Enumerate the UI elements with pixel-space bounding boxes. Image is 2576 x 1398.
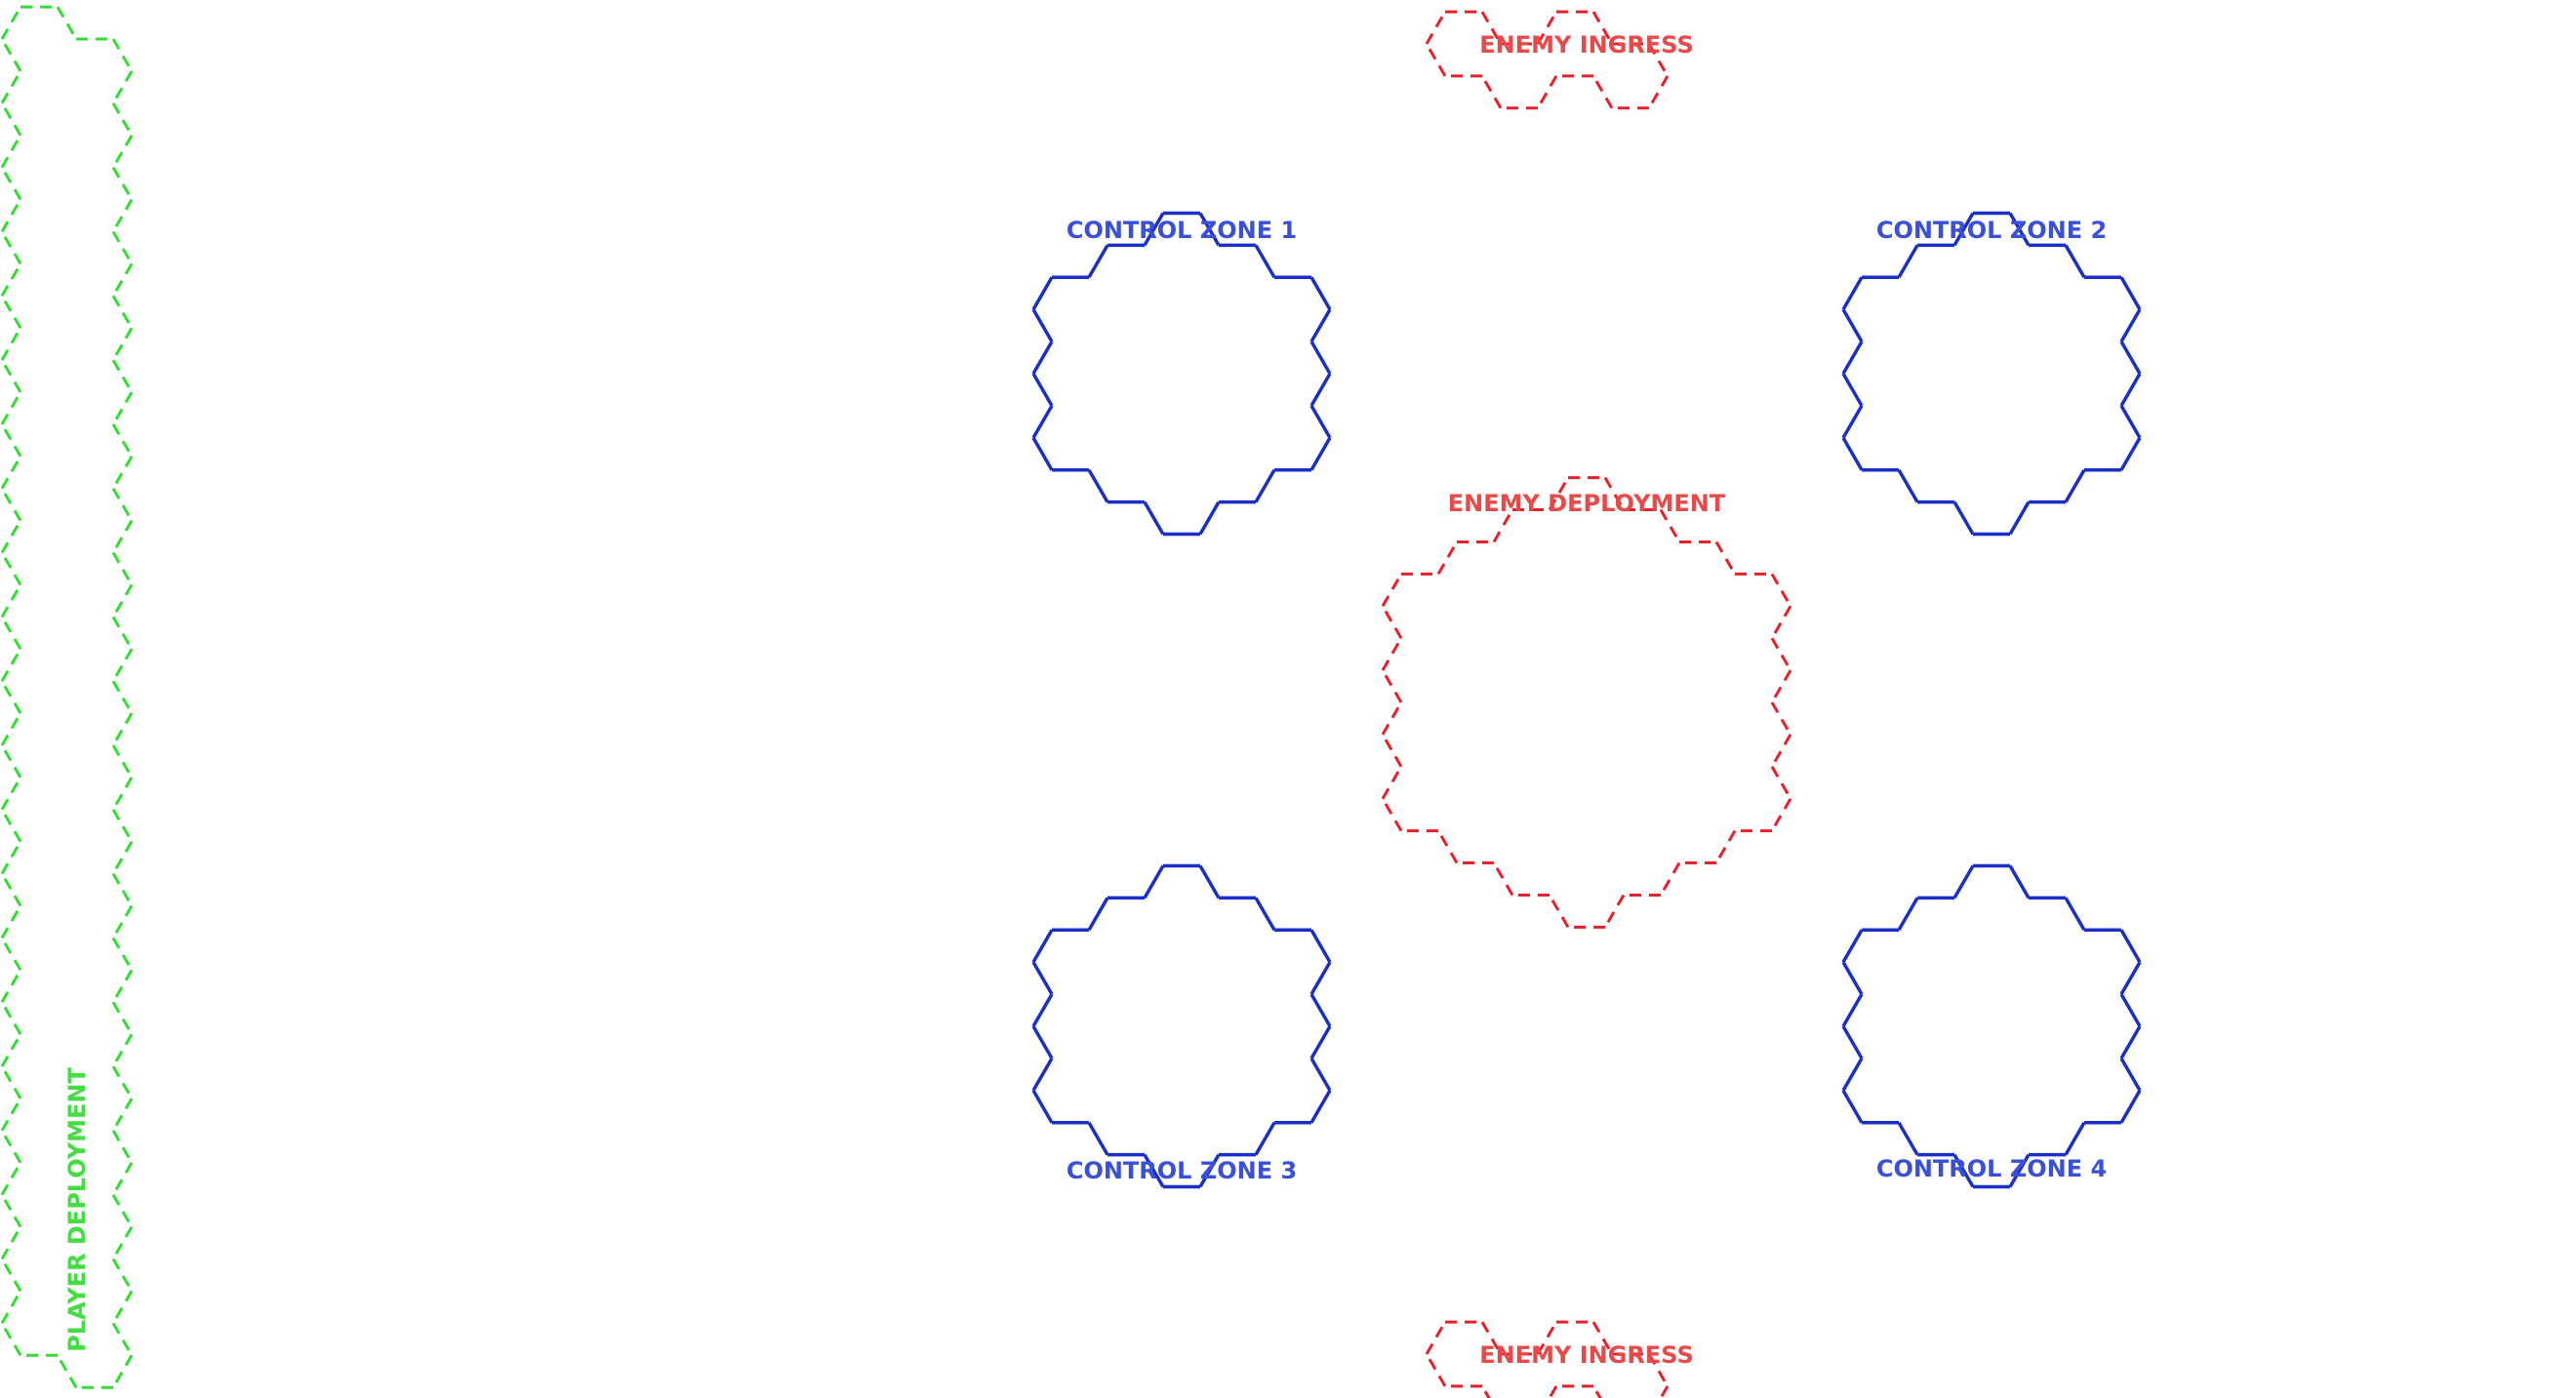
control-zone-3[interactable]: CONTROL ZONE 3 bbox=[1031, 863, 1332, 1189]
enemy-ingress-zone-top[interactable]: ENEMY INGRESS bbox=[1425, 10, 1694, 110]
player-deployment-zone[interactable]: PLAYER DEPLOYMENT bbox=[0, 5, 134, 1389]
enemy-deployment-zone[interactable]: ENEMY DEPLOYMENT bbox=[1381, 476, 1792, 929]
control-zone-1[interactable]: CONTROL ZONE 1 bbox=[1031, 211, 1332, 537]
enemy-ingress-top-outline bbox=[1425, 10, 1670, 110]
control-zone-2-label: CONTROL ZONE 2 bbox=[1876, 217, 2107, 244]
control-zone-4-label: CONTROL ZONE 4 bbox=[1876, 1155, 2107, 1182]
player-deployment-label: PLAYER DEPLOYMENT bbox=[63, 1066, 91, 1351]
enemy-ingress-zone-bottom[interactable]: ENEMY INGRESS bbox=[1425, 1320, 1694, 1398]
enemy-ingress-top-label: ENEMY INGRESS bbox=[1479, 31, 1694, 59]
control-zone-2-outline bbox=[1841, 211, 2142, 537]
enemy-deployment-label: ENEMY DEPLOYMENT bbox=[1448, 490, 1726, 517]
control-zone-3-label: CONTROL ZONE 3 bbox=[1067, 1157, 1297, 1184]
control-zone-3-outline bbox=[1031, 863, 1332, 1189]
enemy-ingress-bottom-label: ENEMY INGRESS bbox=[1479, 1341, 1694, 1369]
control-zone-2[interactable]: CONTROL ZONE 2 bbox=[1841, 211, 2142, 537]
control-zone-4-outline bbox=[1841, 863, 2142, 1189]
control-zone-1-label: CONTROL ZONE 1 bbox=[1067, 217, 1297, 244]
control-zone-4[interactable]: CONTROL ZONE 4 bbox=[1841, 863, 2142, 1189]
control-zone-1-outline bbox=[1031, 211, 1332, 537]
enemy-deployment-outline bbox=[1381, 476, 1792, 929]
